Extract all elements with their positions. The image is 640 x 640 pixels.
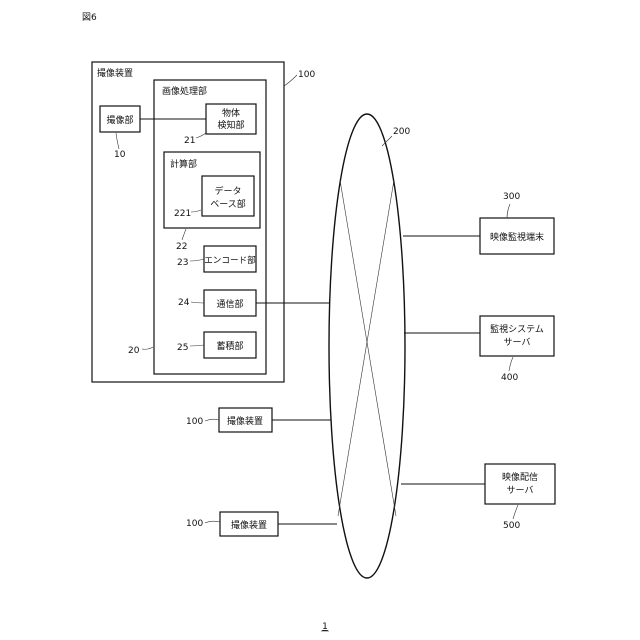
calculation-ref: 22 — [176, 242, 187, 252]
database-line1: データ — [214, 185, 241, 197]
video-terminal-leader — [507, 204, 510, 218]
object-detection-ref: 21 — [184, 136, 195, 146]
image-processing-title: 画像処理部 — [162, 85, 207, 97]
imaging-device-ref: 100 — [298, 70, 315, 80]
page-number: 1 — [322, 622, 328, 632]
distribution-server-line1: 映像配信 — [502, 471, 538, 483]
imaging-unit-ref: 10 — [114, 150, 126, 160]
monitoring-server-line2: サーバ — [504, 337, 531, 348]
monitoring-server-leader — [509, 357, 513, 371]
object-detection-line2: 検知部 — [217, 119, 244, 131]
database-ref: 221 — [174, 209, 191, 219]
database-line2: ベース部 — [210, 198, 246, 210]
video-terminal-ref: 300 — [503, 192, 520, 202]
object-detection-line1: 物体 — [222, 107, 240, 119]
distribution-server-leader — [513, 505, 518, 519]
encoder-label: エンコード部 — [204, 254, 256, 266]
imaging-unit-label: 撮像部 — [106, 114, 133, 126]
other-imaging-device-2-label: 撮像装置 — [231, 519, 267, 531]
other-imaging-device-1-ref: 100 — [186, 417, 203, 427]
distribution-server-box — [485, 464, 555, 504]
communication-ref: 24 — [178, 298, 190, 308]
network-ref: 200 — [393, 127, 410, 137]
image-processing-ref: 20 — [128, 346, 140, 356]
video-terminal-label: 映像監視端末 — [490, 231, 544, 243]
storage-ref: 25 — [177, 343, 188, 353]
other-imaging-device-1-label: 撮像装置 — [227, 415, 263, 427]
figure-label: 図6 — [82, 12, 97, 23]
storage-label: 蓄積部 — [216, 340, 243, 352]
other-imaging-device-2-ref: 100 — [186, 519, 203, 529]
monitoring-server-line1: 監視システム — [490, 323, 544, 335]
monitoring-server-ref: 400 — [501, 373, 518, 383]
monitoring-server-box — [480, 316, 554, 356]
other-imaging-device-1-leader — [205, 419, 219, 421]
imaging-device-leader — [284, 75, 297, 86]
encoder-ref: 23 — [177, 258, 188, 268]
other-imaging-device-2-leader — [205, 521, 220, 523]
distribution-server-ref: 500 — [503, 521, 520, 531]
calculation-title: 計算部 — [170, 158, 197, 170]
distribution-server-line2: サーバ — [507, 485, 534, 496]
imaging-device-title: 撮像装置 — [97, 67, 133, 79]
communication-label: 通信部 — [216, 298, 243, 310]
